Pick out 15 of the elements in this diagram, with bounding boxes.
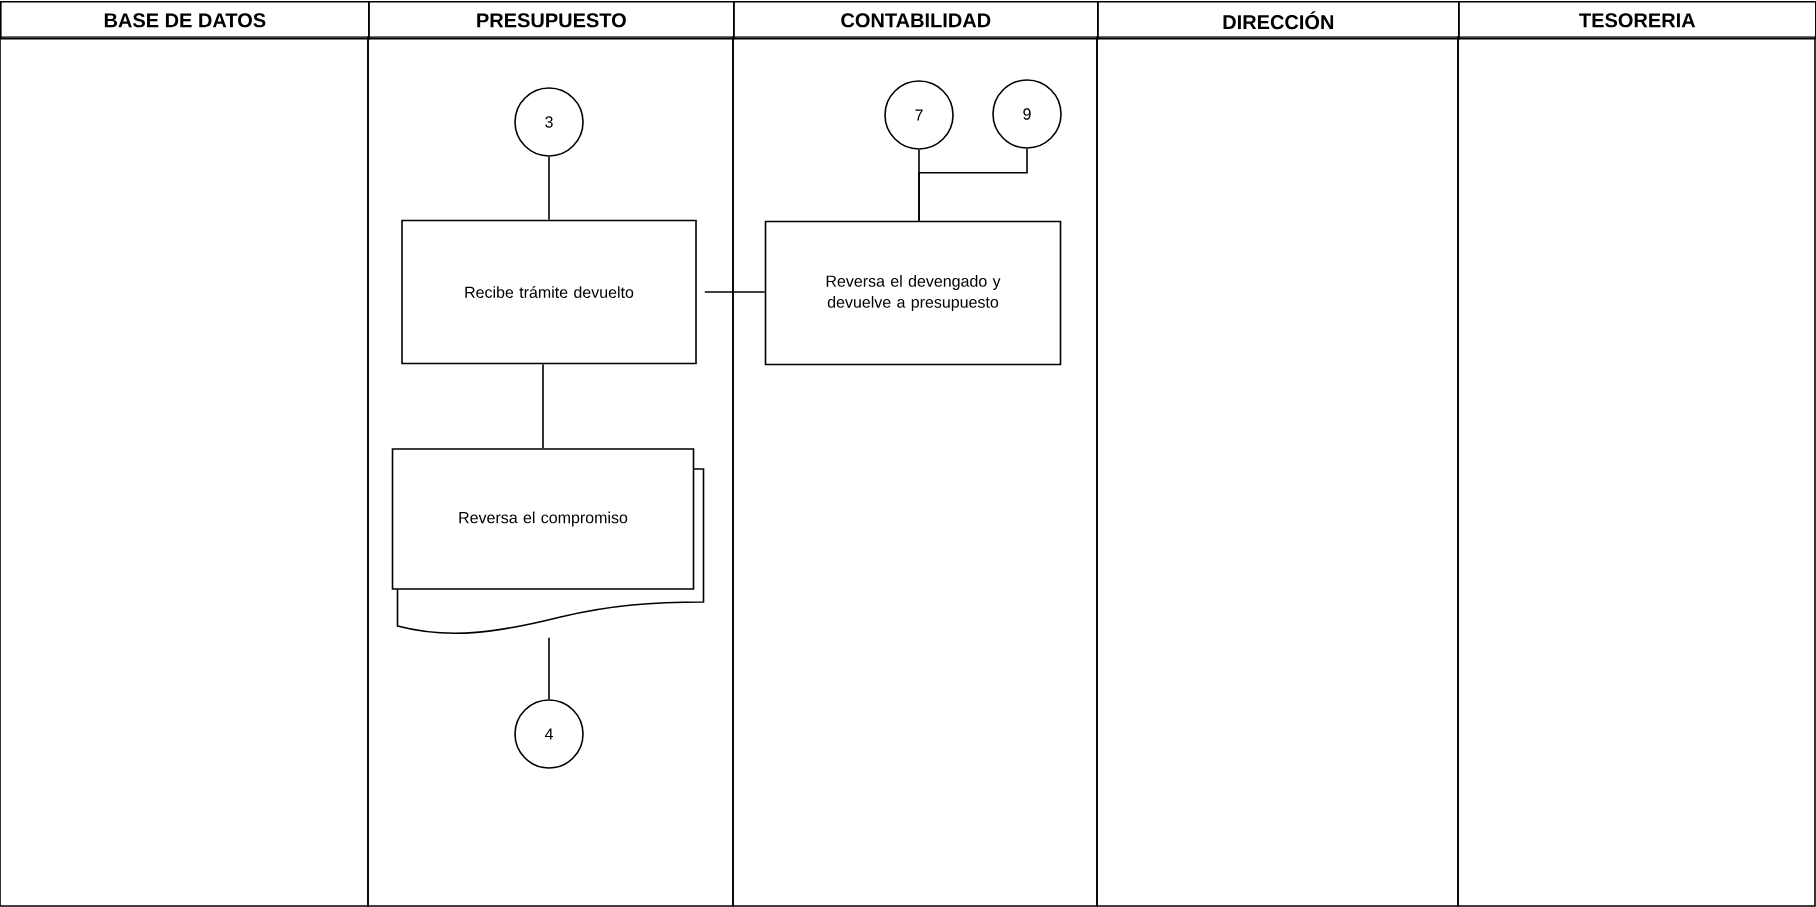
swimlane: BASE DE DATOS: [0, 1, 370, 907]
node-label: PRESUPUESTO: [477, 13, 626, 28]
connector-line: [918, 148, 1028, 222]
node-label: TESORERIA: [1579, 13, 1696, 28]
swimlane: DIRECCIÓN: [1096, 1, 1460, 907]
connector-line: [704, 291, 766, 293]
connector-line: [548, 637, 550, 700]
swimlane: TESORERIA: [1457, 1, 1816, 907]
node-label: DIRECCIÓN: [1223, 11, 1334, 30]
node-label: CONTABILIDAD: [841, 13, 991, 28]
node-label: BASE DE DATOS: [104, 13, 266, 28]
process-box: Reversa el devengado y devuelve a presupuesto: [764, 220, 1062, 366]
connector-line: [548, 156, 550, 221]
process-box: Recibe trámite devuelto: [401, 219, 697, 365]
connector-line: [542, 363, 544, 449]
